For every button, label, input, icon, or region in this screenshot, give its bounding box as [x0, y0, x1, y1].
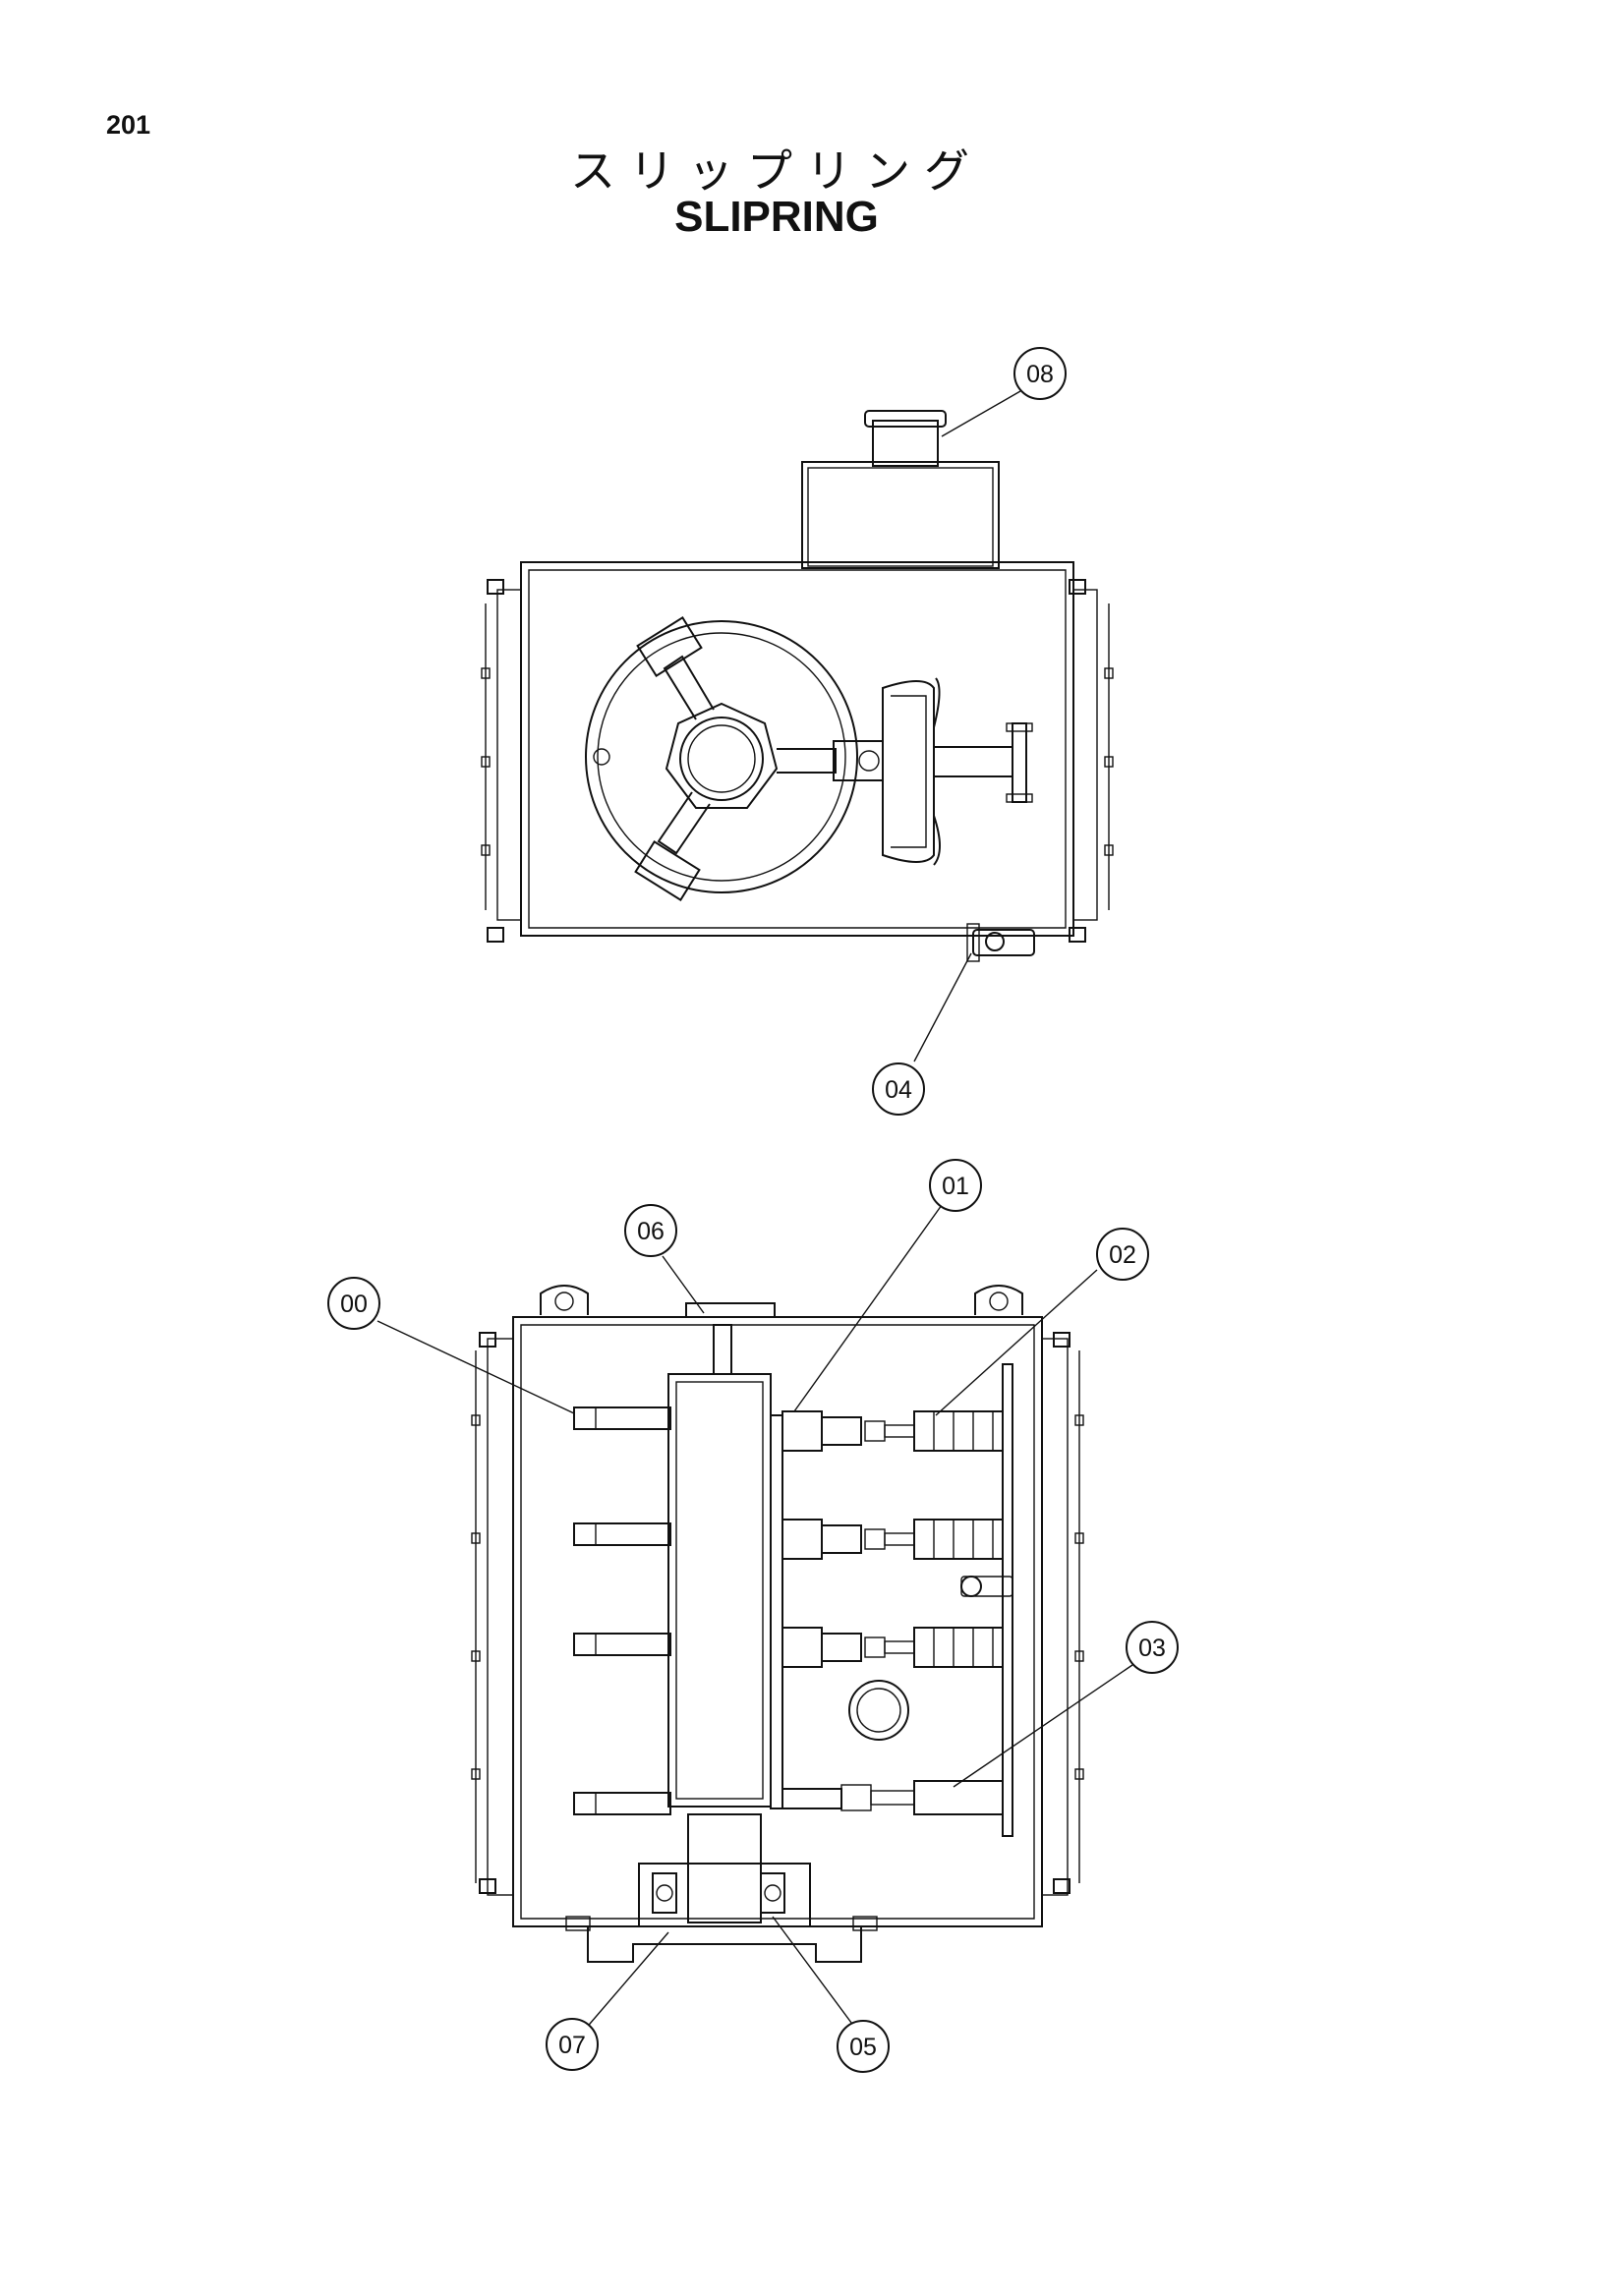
callout-00-label: 00 [340, 1291, 368, 1318]
callout-06-label: 06 [637, 1218, 665, 1245]
callout-07-label: 07 [558, 2032, 586, 2059]
callout-03: 03 [1126, 1621, 1179, 1674]
callout-02-label: 02 [1109, 1241, 1136, 1269]
front-view [471, 1285, 1084, 1963]
callout-08: 08 [1013, 347, 1067, 400]
title-japanese: スリップリング [570, 144, 983, 198]
callout-01-label: 01 [942, 1173, 969, 1200]
callout-02: 02 [1096, 1228, 1149, 1281]
callout-05: 05 [837, 2020, 890, 2073]
callout-03-label: 03 [1138, 1635, 1166, 1662]
callout-05-label: 05 [849, 2034, 877, 2061]
callout-00: 00 [327, 1277, 380, 1330]
leader-lines [376, 390, 1133, 2032]
callout-01: 01 [929, 1159, 982, 1212]
page-number: 201 [106, 110, 151, 140]
callout-08-label: 08 [1026, 361, 1054, 388]
callout-04: 04 [872, 1062, 925, 1116]
callout-06: 06 [624, 1204, 677, 1257]
callout-04-label: 04 [885, 1076, 912, 1104]
title-english: SLIPRING [674, 193, 879, 241]
top-view [481, 410, 1114, 962]
callout-07: 07 [546, 2018, 599, 2071]
